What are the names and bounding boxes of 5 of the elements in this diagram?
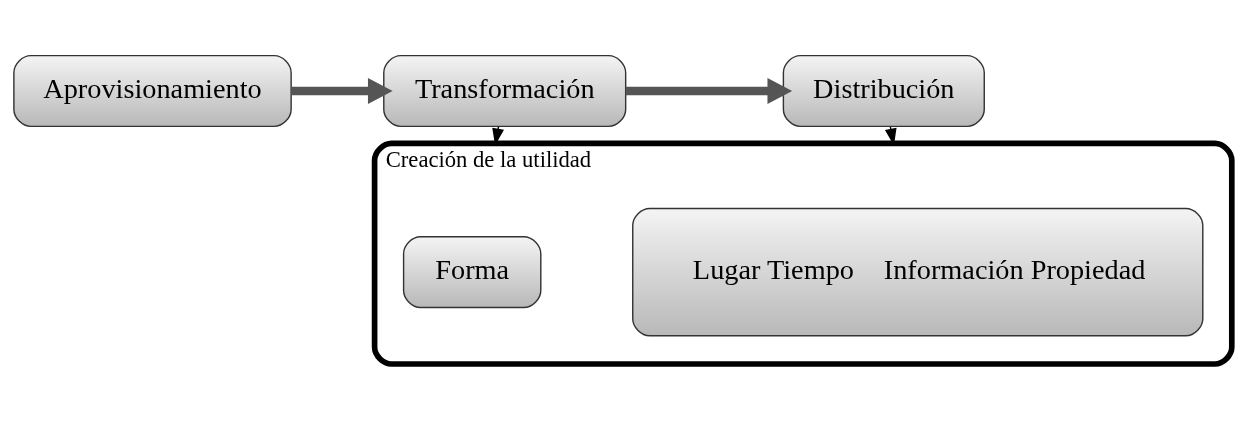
arrow bbox=[291, 78, 393, 104]
node-box: Aprovisionamiento bbox=[13, 54, 292, 128]
node-box: Lugar Tiempo Información Propiedad bbox=[632, 207, 1204, 337]
arrow bbox=[625, 78, 793, 104]
node-box: Forma bbox=[402, 236, 542, 309]
